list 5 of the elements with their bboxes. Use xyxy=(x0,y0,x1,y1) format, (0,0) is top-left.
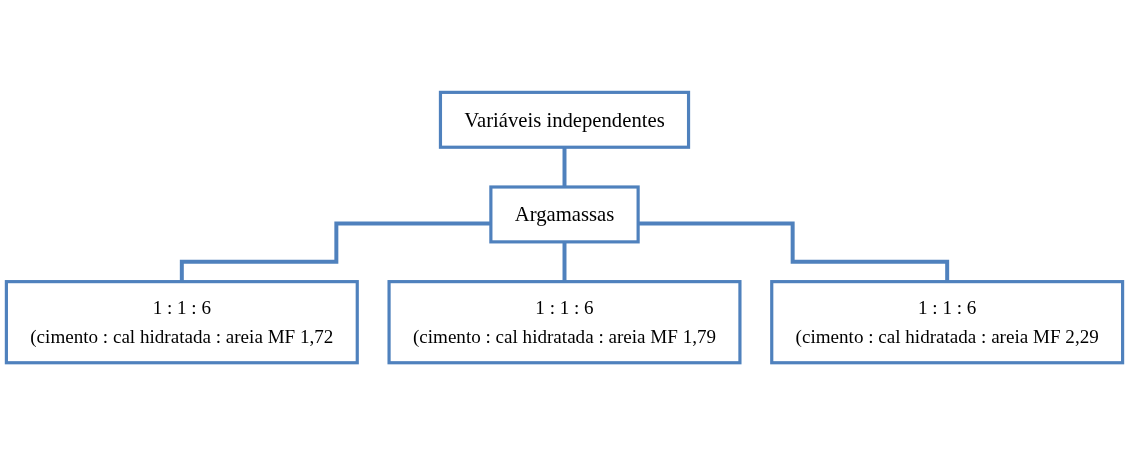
node-box: 1 : 1 : 6 (cimento : cal hidratada : areia MF 1,79 xyxy=(387,280,742,365)
node-box: Argamassas xyxy=(489,185,640,244)
node-box: 1 : 1 : 6 (cimento : cal hidratada : areia MF 2,29 xyxy=(770,280,1125,365)
node-box: Variáveis independentes xyxy=(438,90,691,149)
node-box: 1 : 1 : 6 (cimento : cal hidratada : areia MF 1,72 xyxy=(4,280,359,365)
